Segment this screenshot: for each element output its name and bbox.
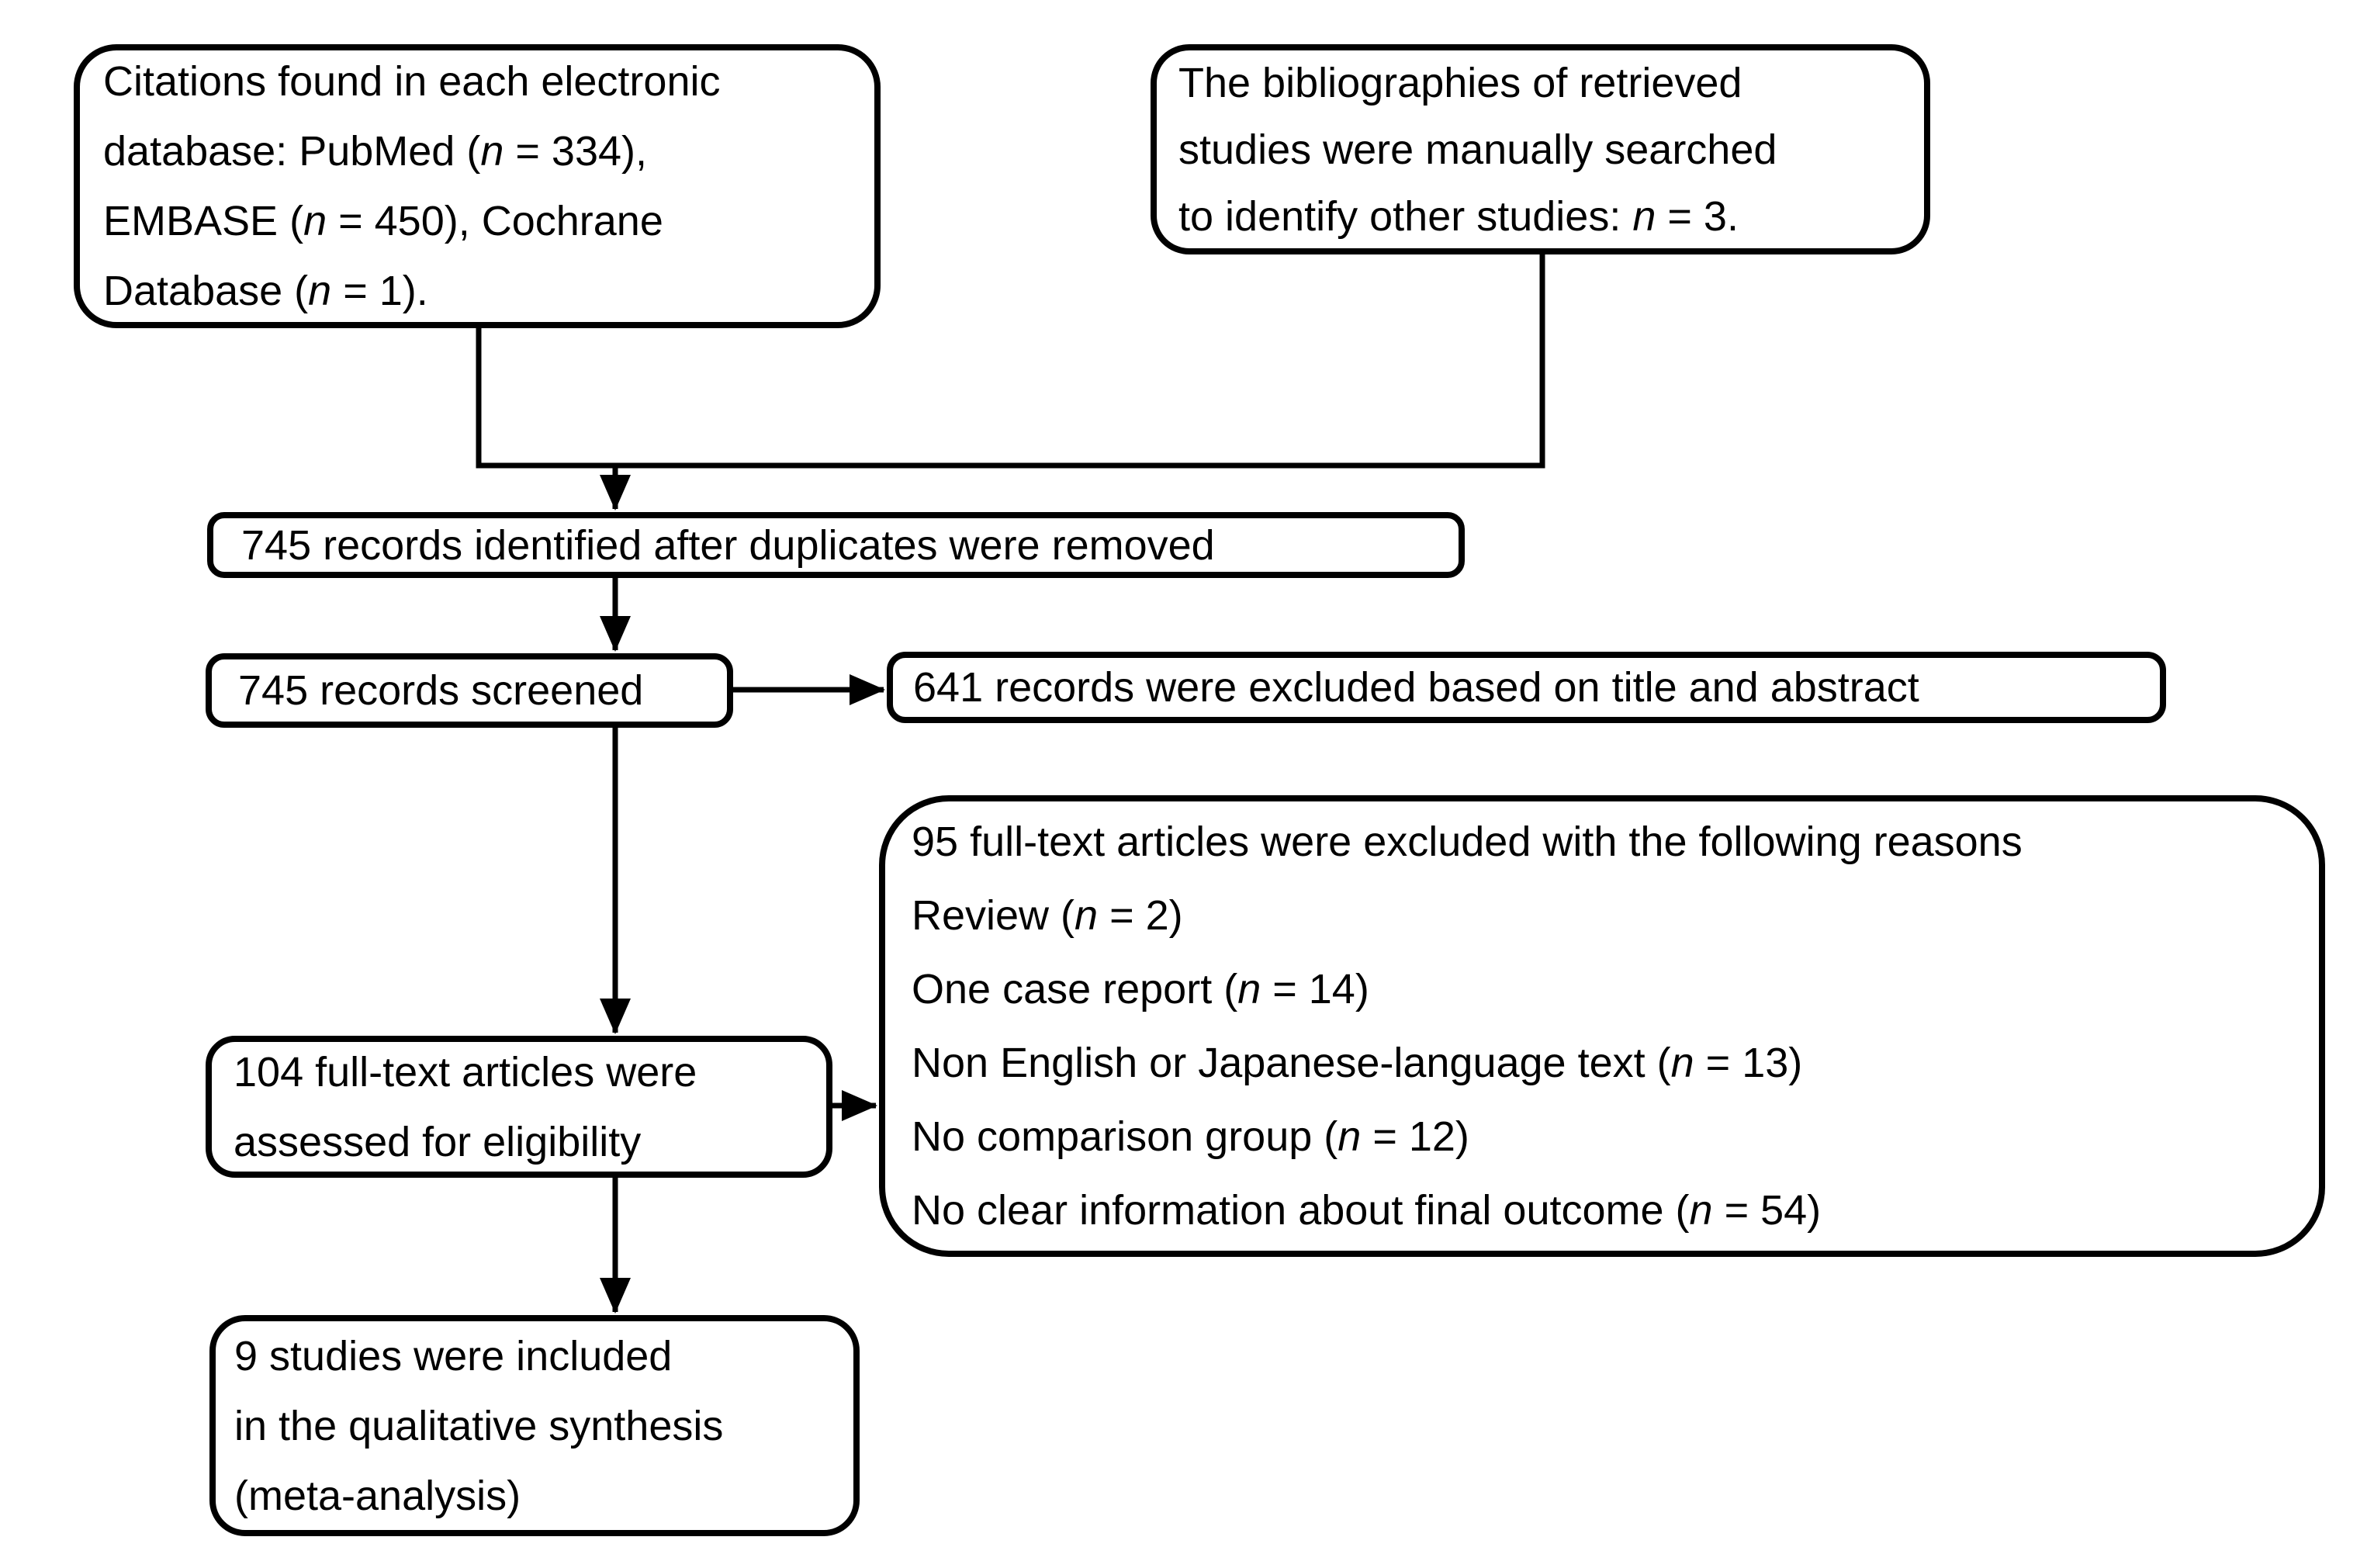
merge-connector — [476, 251, 1545, 469]
records-identified-line: 745 records identified after duplicates … — [241, 521, 1215, 569]
citations-line: Citations found in each electronic — [103, 58, 721, 105]
exclusion-reason-line: Review (n = 2) — [912, 891, 1183, 939]
exclusion-reason-line: Non English or Japanese-language text (n… — [912, 1039, 1803, 1086]
box-fulltext-assessed: 104 full-text articles were assessed for… — [206, 1036, 832, 1178]
studies-included-line: (meta-analysis) — [234, 1472, 521, 1519]
box-excluded-by-title-abstract: 641 records were excluded based on title… — [887, 652, 2166, 723]
bibliographies-line: The bibliographies of retrieved — [1178, 59, 1742, 106]
exclusion-reason-line: No comparison group (n = 12) — [912, 1113, 1469, 1160]
exclusion-reason-line: 95 full-text articles were excluded with… — [912, 818, 2023, 865]
exclusion-reason-line: One case report (n = 14) — [912, 965, 1369, 1012]
studies-included-line: 9 studies were included — [234, 1332, 673, 1379]
records-screened-line: 745 records screened — [238, 667, 644, 714]
bibliographies-line: studies were manually searched — [1178, 126, 1777, 173]
box-citations: Citations found in each electronic datab… — [74, 44, 881, 328]
citations-line: database: PubMed (n = 334), — [103, 128, 647, 175]
fulltext-assessed-line: 104 full-text articles were — [234, 1048, 697, 1096]
bibliographies-line: to identify other studies: n = 3. — [1178, 192, 1739, 240]
citations-line: EMBASE (n = 450), Cochrane — [103, 198, 663, 244]
box-studies-included: 9 studies were included in the qualitati… — [209, 1315, 860, 1536]
box-bibliographies: The bibliographies of retrieved studies … — [1151, 44, 1930, 254]
excluded-by-title-abstract-line: 641 records were excluded based on title… — [913, 664, 1919, 711]
box-fulltext-exclusion-reasons: 95 full-text articles were excluded with… — [879, 795, 2325, 1257]
citations-line: Database (n = 1). — [103, 268, 428, 314]
box-records-screened: 745 records screened — [206, 653, 733, 728]
exclusion-reason-line: No clear information about final outcome… — [912, 1186, 1822, 1234]
studies-included-line: in the qualitative synthesis — [234, 1402, 724, 1449]
box-records-identified: 745 records identified after duplicates … — [207, 512, 1465, 578]
fulltext-assessed-line: assessed for eligibility — [234, 1118, 642, 1165]
